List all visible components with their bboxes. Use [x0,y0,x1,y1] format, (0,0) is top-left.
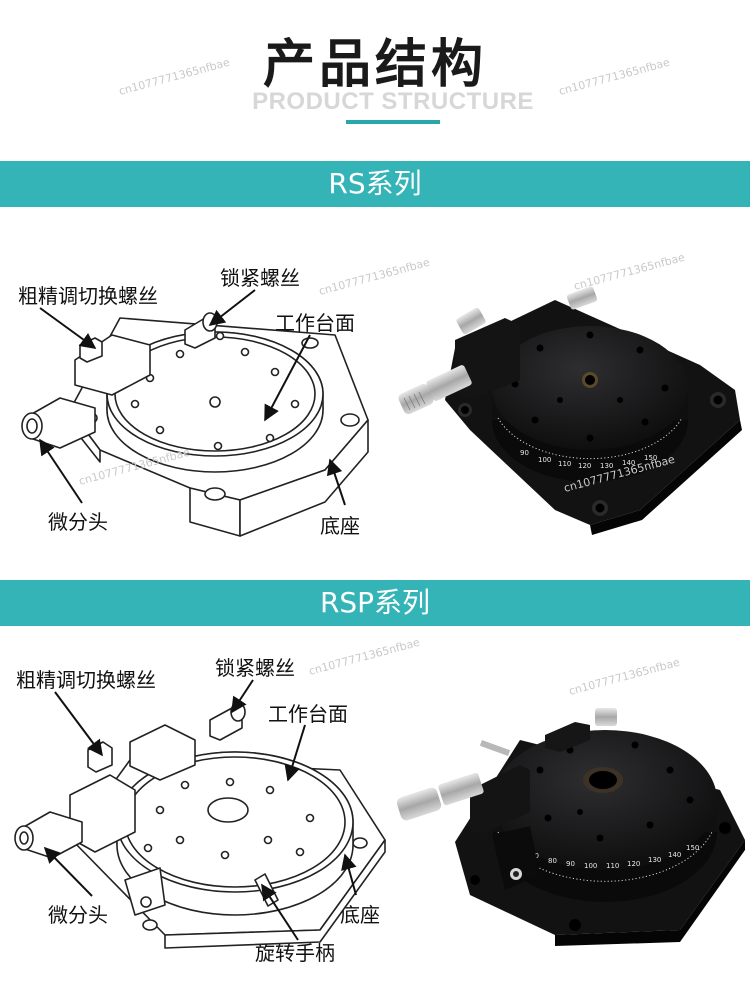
rs-dial-90: 90 [520,449,529,457]
label-rotary-handle-rsp: 旋转手柄 [255,941,335,965]
label-micrometer-head-rs: 微分头 [48,510,108,534]
section-band-rsp: RSP系列 [0,580,750,626]
label-base-rsp: 底座 [340,903,380,927]
rsp-product-photo: 50 60 70 80 90 100 110 120 130 140 150 [396,708,745,946]
label-coarse-fine-screw-rs: 粗精调切换螺丝 [18,284,158,308]
title-underline [346,120,440,124]
rs-product-photo: 90 100 110 120 130 140 150 [398,286,742,535]
watermark-text: cn1077771365nfbae [572,251,686,293]
label-worktable-rsp: 工作台面 [268,702,348,726]
page-title: 产品结构 [262,35,487,95]
watermark-text: cn1077771365nfbae [317,256,431,298]
page-subtitle: PRODUCT STRUCTURE [252,88,534,115]
rs-dial-140: 140 [622,459,635,467]
label-lock-screw-rs: 锁紧螺丝 [220,266,300,290]
label-coarse-fine-screw-rsp: 粗精调切换螺丝 [16,668,156,692]
rs-dial-150: 150 [644,454,657,462]
rsp-dial-80: 80 [548,857,557,865]
rsp-dial-120: 120 [627,860,640,868]
rsp-dial-100: 100 [584,862,597,870]
rs-dial-120: 120 [578,462,591,470]
watermark-text: cn1077771365nfbae [567,656,681,698]
rsp-dial-140: 140 [668,851,681,859]
rsp-dial-90: 90 [566,860,575,868]
label-micrometer-head-rsp: 微分头 [48,903,108,927]
rsp-dial-130: 130 [648,856,661,864]
watermark-text: cn1077771365nfbae [307,636,421,678]
rs-dial-110: 110 [558,460,571,468]
label-lock-screw-rsp: 锁紧螺丝 [215,656,295,680]
section-band-rs: RS系列 [0,161,750,207]
rsp-dial-110: 110 [606,862,619,870]
watermark-text: cn1077771365nfbae [557,56,671,98]
rs-line-drawing [21,312,369,537]
rsp-dial-150: 150 [686,844,699,852]
watermark-text: cn1077771365nfbae [117,56,231,98]
rs-dial-100: 100 [538,456,551,464]
rsp-line-drawing [14,702,386,949]
label-base-rs: 底座 [320,514,360,538]
rs-dial-130: 130 [600,462,613,470]
